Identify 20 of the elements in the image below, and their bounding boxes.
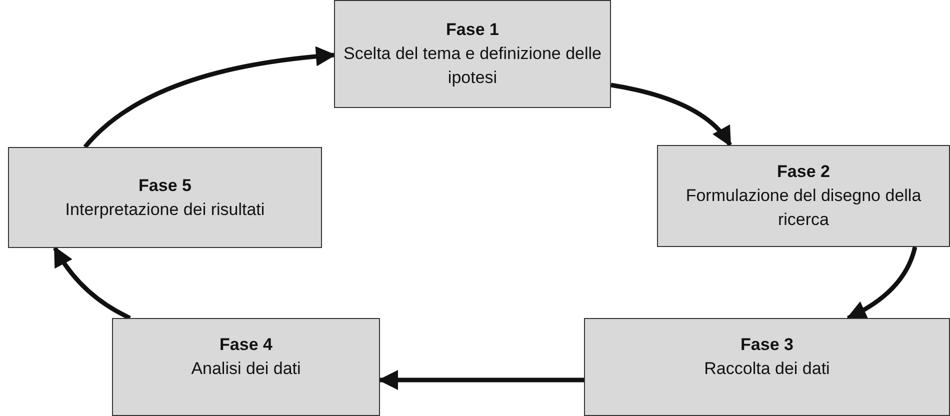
phase-title: Fase 4	[220, 334, 272, 356]
curved-arrow	[610, 82, 732, 147]
curved-arrow	[378, 370, 584, 390]
curved-arrow	[53, 246, 131, 320]
phase-description: Analisi dei dati	[191, 358, 301, 380]
phase-box	[8, 147, 322, 248]
phase-box	[584, 318, 950, 416]
phase-description: Raccolta dei dati	[704, 358, 830, 380]
curved-arrow	[846, 246, 918, 320]
phase-title: Fase 1	[446, 19, 499, 41]
phase-description: Scelta del tema e definizione delle ipotesi	[343, 43, 602, 89]
phase-title: Fase 5	[138, 174, 192, 196]
phase-box	[334, 0, 611, 108]
phase-box	[112, 318, 380, 416]
phase-box	[657, 145, 950, 247]
phase-title: Fase 3	[740, 334, 794, 356]
curved-arrow	[83, 46, 336, 149]
phase-description: Interpretazione dei risultati	[65, 198, 265, 220]
phase-description: Formulazione del disegno della ricerca	[684, 185, 922, 231]
phase-title: Fase 2	[777, 161, 830, 183]
